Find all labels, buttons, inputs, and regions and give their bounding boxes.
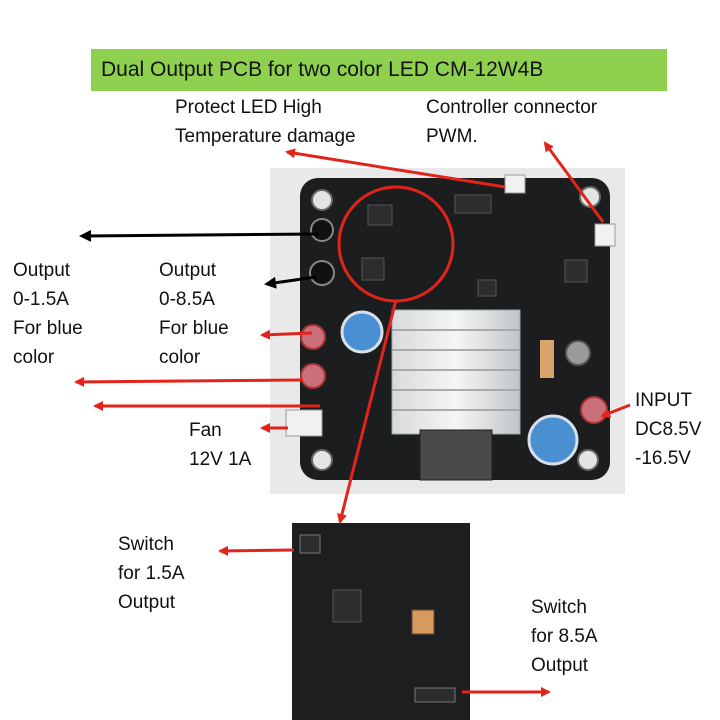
arrow-output-red-1 xyxy=(260,329,313,340)
ic-chip xyxy=(454,194,492,214)
arrow-protect xyxy=(285,148,506,189)
label-switch-85: Switch for 8.5A Output xyxy=(531,597,598,676)
arrow-output-black-1 xyxy=(79,229,319,242)
zoom-pointer-line xyxy=(337,299,398,524)
ic-chip xyxy=(361,257,385,281)
arrow-output-black-2 xyxy=(264,275,317,289)
resistor-array xyxy=(540,340,554,378)
ntc-connector xyxy=(504,174,526,194)
inductor xyxy=(419,429,493,481)
pwm-connector xyxy=(594,223,616,247)
switch-pad xyxy=(299,534,321,554)
title-text: Dual Output PCB for two color LED CM-12W… xyxy=(101,58,544,81)
terminal-red xyxy=(300,324,326,350)
ic-chip xyxy=(332,589,362,623)
label-switch-15: Switch for 1.5A Output xyxy=(118,534,185,613)
ic-chip xyxy=(367,204,393,226)
terminal-black xyxy=(309,260,335,286)
screw xyxy=(565,340,591,366)
label-fan: Fan 12V 1A xyxy=(189,420,252,470)
terminal-red xyxy=(580,396,608,424)
mount-hole xyxy=(577,449,599,471)
capacitor-input xyxy=(527,414,579,466)
arrow-output-red-2 xyxy=(74,376,304,387)
arrow-switch-15 xyxy=(218,545,295,556)
label-controller: Controller connector PWM. xyxy=(426,97,598,147)
terminal-black xyxy=(310,218,334,242)
arrow-controller xyxy=(543,141,605,223)
ic-chip xyxy=(564,259,588,283)
label-output-2: Output 0-8.5A For blue color xyxy=(159,260,229,368)
label-output-1: Output 0-1.5A For blue color xyxy=(13,260,83,368)
label-protect: Protect LED High Temperature damage xyxy=(175,97,356,147)
terminal-red xyxy=(300,363,326,389)
switch-pad xyxy=(414,687,456,703)
title-banner: Dual Output PCB for two color LED CM-12W… xyxy=(91,49,667,91)
potentiometer xyxy=(411,609,435,635)
capacitor-small xyxy=(340,310,384,354)
ic-chip xyxy=(477,279,497,297)
zoom-inset xyxy=(292,523,470,720)
fan-connector xyxy=(285,409,323,437)
mount-hole xyxy=(311,189,333,211)
mount-hole xyxy=(311,449,333,471)
heatsink xyxy=(391,309,521,435)
arrow-input xyxy=(600,403,631,418)
label-input: INPUT DC8.5V -16.5V xyxy=(635,390,702,469)
mount-hole xyxy=(579,186,601,208)
